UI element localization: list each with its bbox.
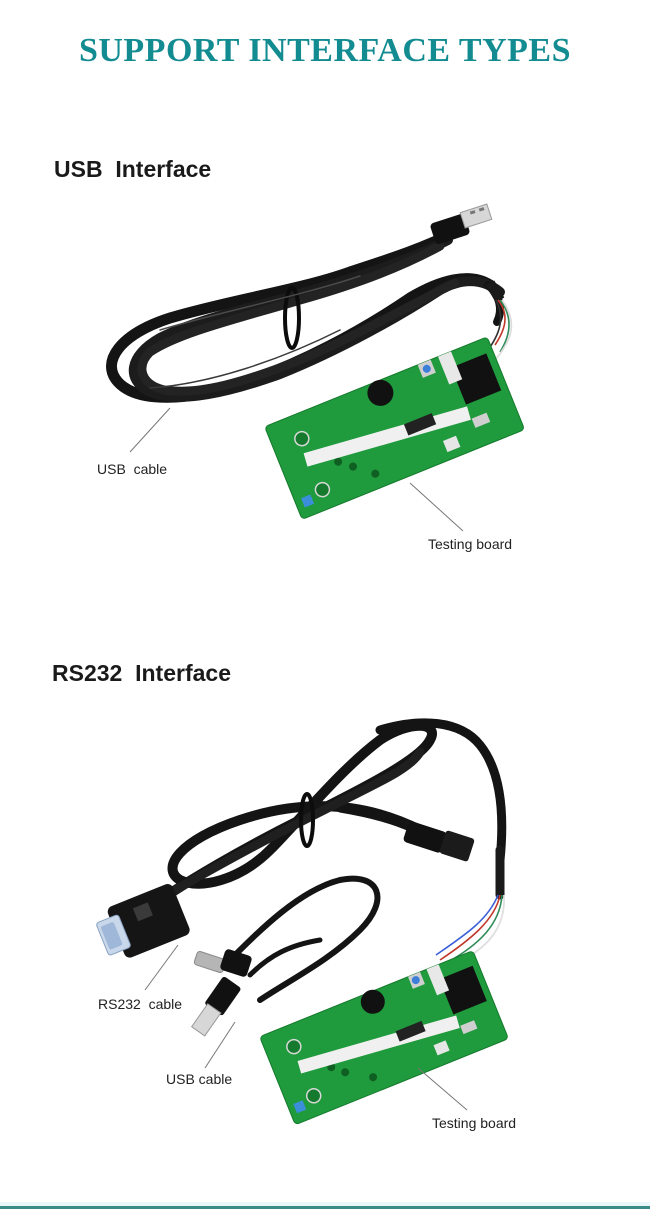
testing-board-image bbox=[265, 337, 524, 519]
footer-divider bbox=[0, 1206, 650, 1209]
rs232-interface-heading: RS232 Interface bbox=[52, 660, 231, 686]
testing-board-label-rs232: Testing board bbox=[432, 1115, 517, 1131]
rs232-cable-callout-line bbox=[144, 944, 179, 991]
wire-bundle-image bbox=[485, 280, 513, 361]
usb-cable-label: USB cable bbox=[97, 461, 168, 477]
usb-plug-image bbox=[190, 977, 241, 1037]
testing-board-image bbox=[260, 951, 508, 1125]
db9-connector-image bbox=[96, 884, 190, 958]
testing-board-callout-line bbox=[409, 482, 464, 532]
usb-cable-label-rs232: USB cable bbox=[166, 1071, 233, 1087]
dc-plug-image bbox=[193, 949, 252, 977]
footer-glow bbox=[0, 1202, 650, 1206]
dc-jack-image bbox=[403, 821, 475, 862]
testing-board-label: Testing board bbox=[428, 536, 513, 552]
usb-plug-image bbox=[430, 203, 493, 244]
usb-cable-callout-line bbox=[204, 1021, 236, 1069]
usb-interface-illustration bbox=[106, 203, 524, 532]
rs232-interface-illustration bbox=[96, 718, 508, 1125]
usb-cable-image bbox=[106, 226, 505, 403]
rs232-cable-label: RS232 cable bbox=[98, 996, 183, 1012]
testing-board-callout-line bbox=[417, 1067, 468, 1111]
usb-interface-heading: USB Interface bbox=[54, 156, 212, 182]
page-title: SUPPORT INTERFACE TYPES bbox=[78, 32, 572, 69]
usb-cable-callout-line bbox=[129, 407, 171, 453]
